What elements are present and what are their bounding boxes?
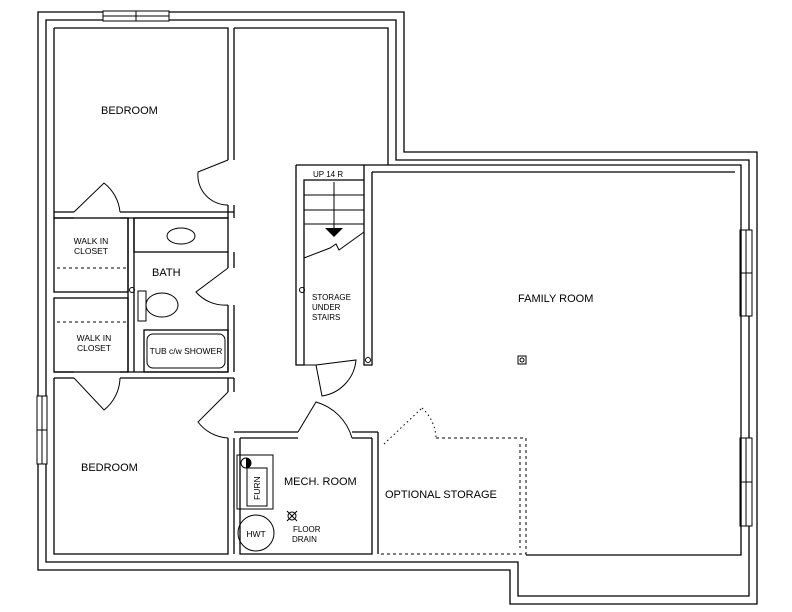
bedroom-top-label: BEDROOM (101, 105, 158, 117)
toilet-tank (137, 290, 147, 322)
floor-drain-icon (286, 510, 298, 522)
furnace-unit (236, 454, 274, 510)
room-labels: BEDROOM BEDROOM WALK IN CLOSET WALK IN C… (74, 105, 594, 544)
tub-label: TUB c/w SHOWER (150, 346, 223, 356)
window-top (102, 10, 170, 22)
mech-room-label: MECH. ROOM (284, 476, 357, 488)
floor-drain-line-1: FLOOR (293, 525, 321, 534)
toilet-bowl (145, 292, 179, 318)
hwt-label: HWT (246, 529, 265, 539)
exterior-wall-outer (37, 11, 758, 605)
optional-storage-label: OPTIONAL STORAGE (385, 489, 497, 501)
bedroom-bottom-label: BEDROOM (81, 462, 138, 474)
bath-sink (166, 227, 196, 245)
furnace-label: FURN (252, 476, 262, 500)
door-swings (73, 159, 357, 439)
walk-in-closet-2-line-2: CLOSET (77, 343, 111, 353)
exterior-wall-inner (45, 19, 750, 597)
stairs-label: UP 14 R (313, 170, 343, 179)
window-right-upper (739, 229, 753, 317)
floor-drain-line-2: DRAIN (292, 535, 317, 544)
hot-water-tank (237, 514, 275, 552)
walk-in-closet-1-line-2: CLOSET (74, 246, 108, 256)
bathtub (146, 333, 226, 369)
floor-outlet-icon (517, 355, 527, 365)
window-left (36, 395, 48, 465)
storage-under-stairs-line-2: UNDER (312, 303, 341, 312)
bath-label: BATH (152, 267, 181, 279)
storage-under-stairs-line-3: STAIRS (312, 313, 340, 322)
interior-walls (53, 27, 742, 556)
fixtures (129, 227, 527, 552)
family-room-label: FAMILY ROOM (518, 293, 593, 305)
walk-in-closet-1-line-1: WALK IN (74, 236, 109, 246)
storage-under-stairs-line-1: STORAGE (312, 293, 351, 302)
walk-in-closet-2-line-1: WALK IN (77, 333, 112, 343)
window-right-lower (739, 437, 753, 527)
